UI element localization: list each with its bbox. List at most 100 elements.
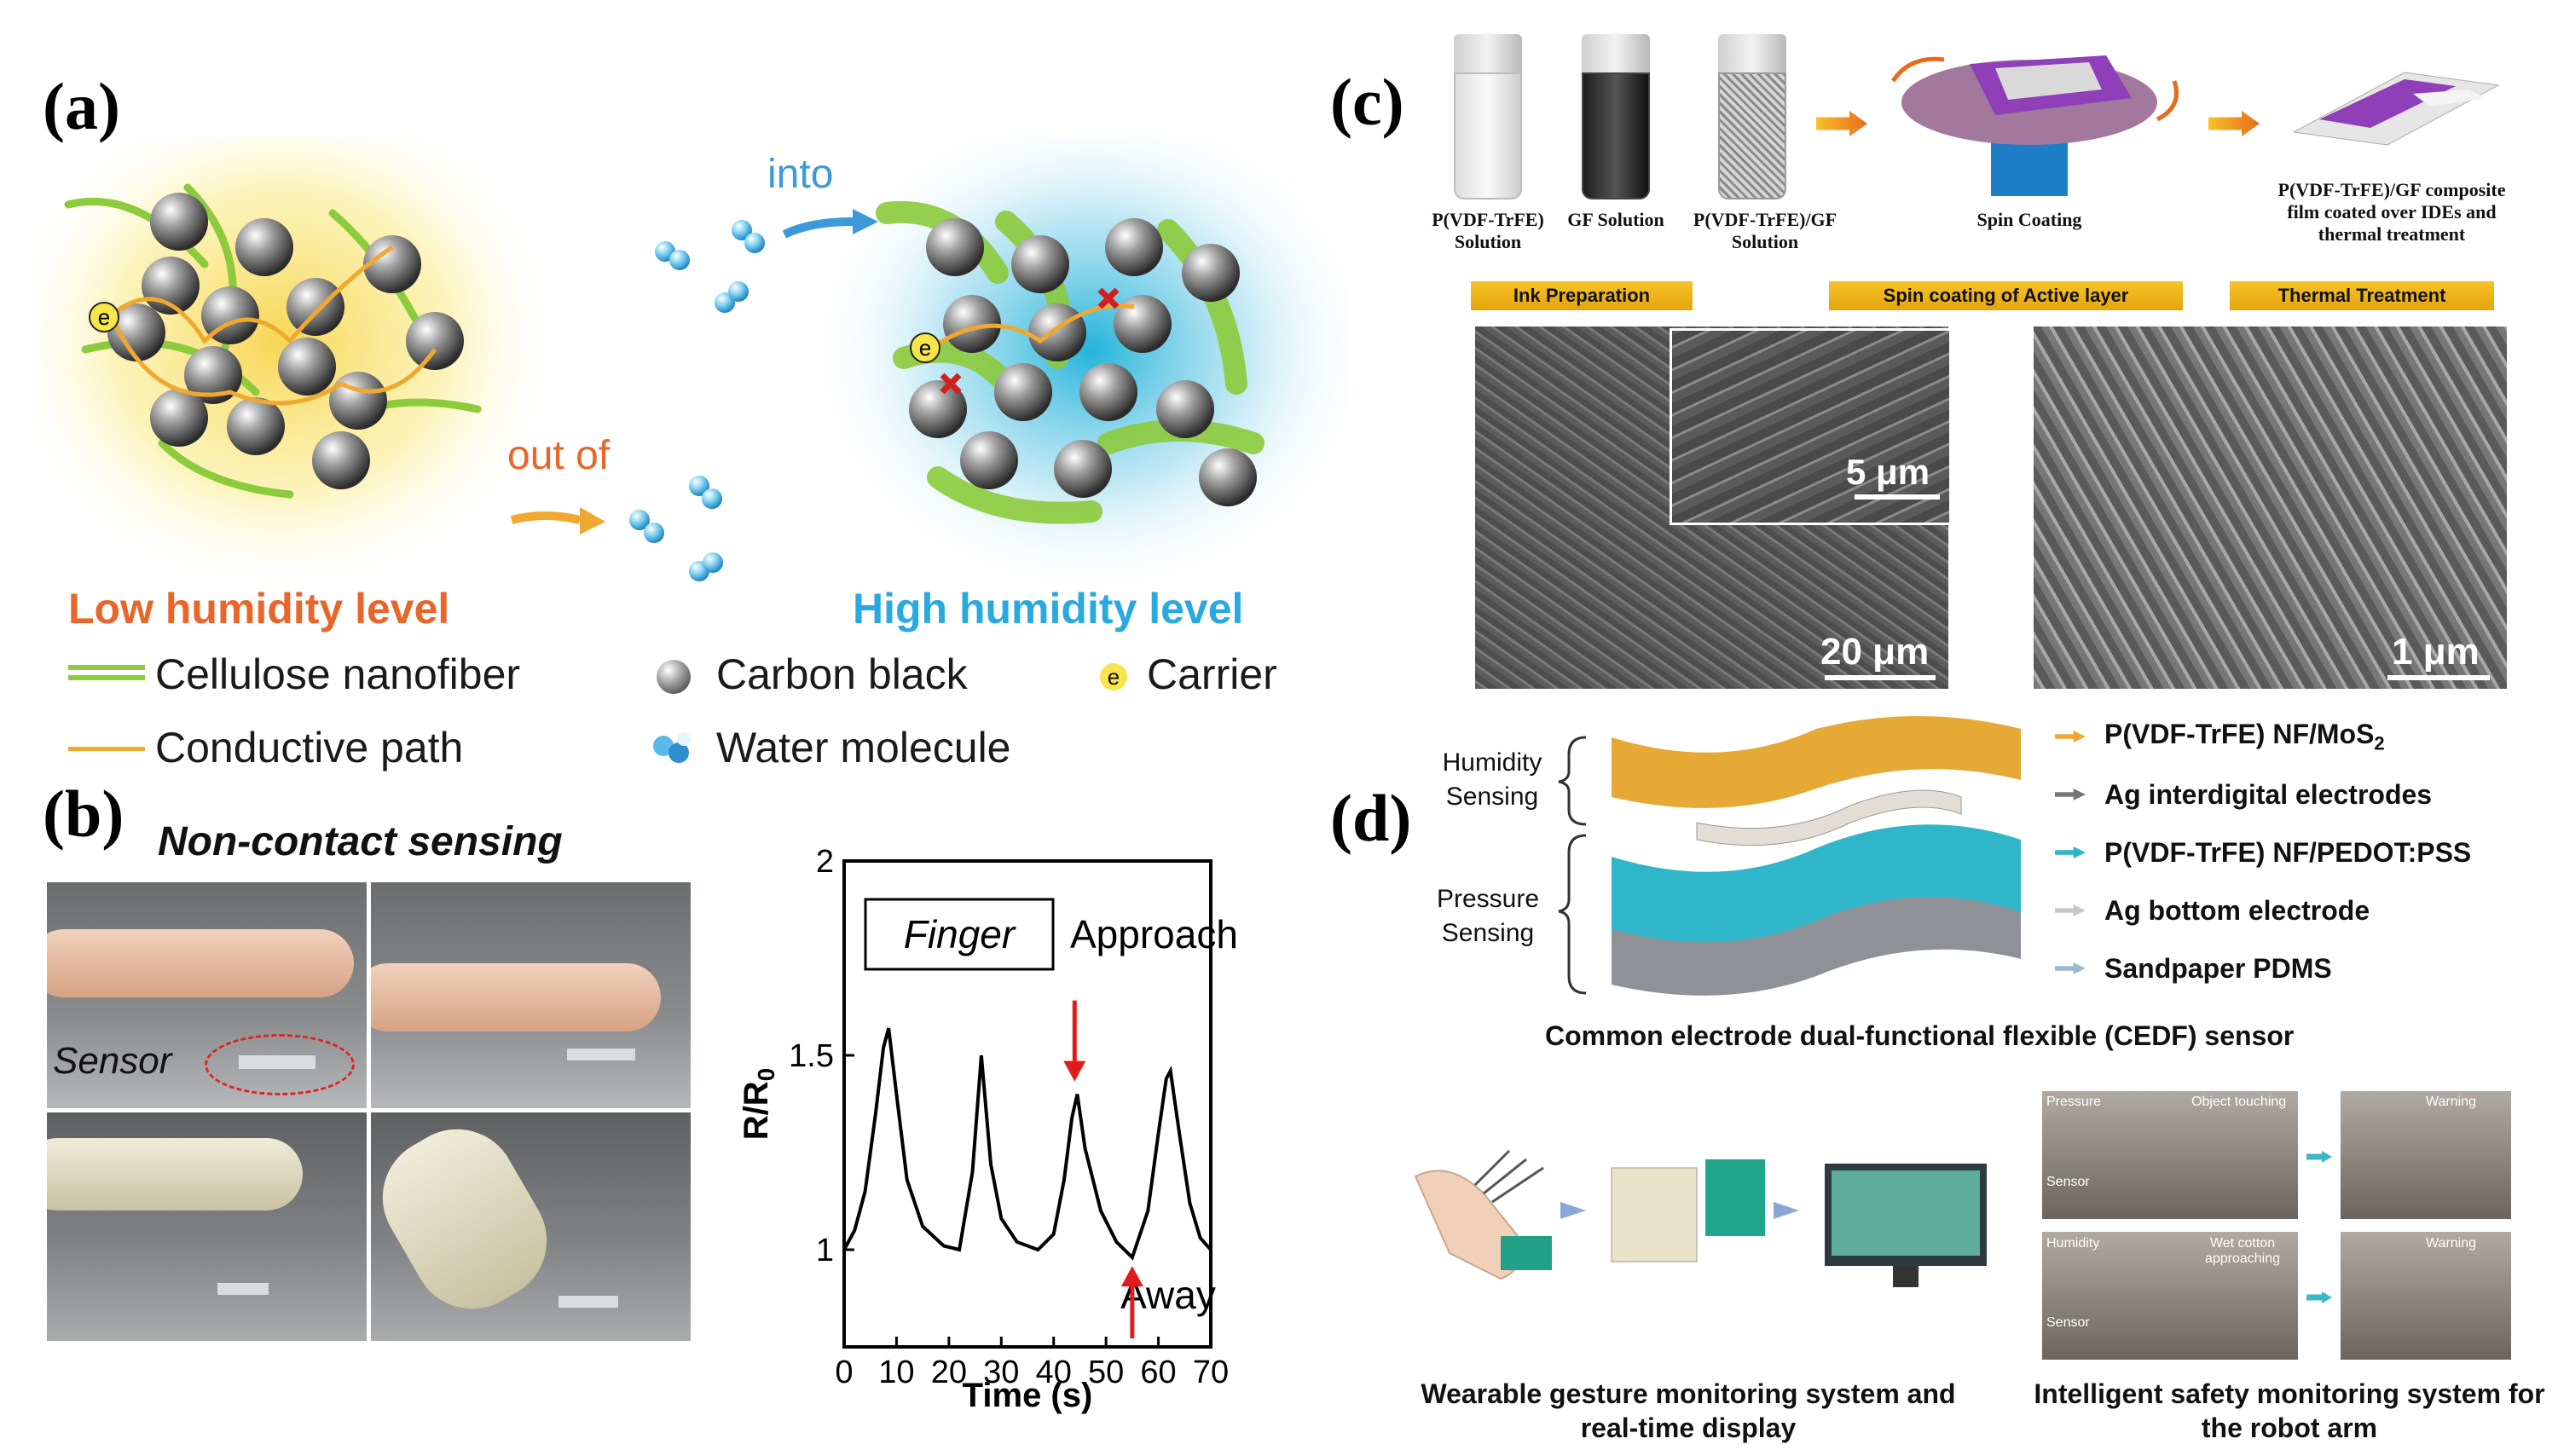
x-axis-label: Time (s) <box>963 1377 1093 1414</box>
x-tick-label: 40 <box>1036 1355 1072 1390</box>
ink-preparation-bar: Ink Preparation <box>1471 281 1693 310</box>
glove-photo-1 <box>47 1112 367 1341</box>
water-molecules-out <box>629 476 723 581</box>
x-tick-label: 0 <box>835 1355 853 1390</box>
cedf-sensor-title: Common electrode dual-functional flexibl… <box>1545 1020 2295 1051</box>
robot-caption: Intelligent safety monitoring system for… <box>2034 1378 2545 1443</box>
broken-path-marks <box>940 287 1120 395</box>
panel-label-c: (c) <box>1330 65 1404 139</box>
out-of-arrow <box>510 511 582 524</box>
layer-arrow-icon <box>2055 846 2086 858</box>
finger-box-label: Finger <box>904 912 1016 956</box>
water-legend-icon <box>653 732 691 763</box>
water-legend-label: Water molecule <box>716 724 1011 771</box>
vial-gf-label: GF Solution <box>1567 209 1664 230</box>
chart-series-line <box>842 1027 1212 1261</box>
carrier-left <box>89 302 119 332</box>
chart-frame <box>842 859 1212 1349</box>
composite-film-illustration <box>2292 72 2500 146</box>
x-tick-label: 50 <box>1088 1355 1124 1390</box>
x-tick-label: 60 <box>1140 1355 1176 1390</box>
y-tick-label: 1 <box>816 1233 834 1268</box>
scale-bar-1um-label: 1 μm <box>2392 631 2480 673</box>
chart-ticks: 0 10 20 30 40 50 60 70 1 1.5 2 <box>789 844 1229 1390</box>
spin-coater-illustration <box>1890 55 2179 196</box>
conductive-path-left <box>108 245 437 406</box>
sensor-strip <box>239 1055 315 1069</box>
pressure-sensing-label: Pressure Sensing <box>1436 885 1540 947</box>
carrier-legend-label: Carrier <box>1147 650 1277 698</box>
carrier-legend-icon: e <box>1100 663 1127 690</box>
layer-legend: P(VDF-TrFE) NF/MoS2 Ag interdigital elect… <box>2055 708 2515 997</box>
cellulose-legend-label: Cellulose nanofiber <box>155 650 521 698</box>
wearable-gesture-illustration <box>1414 1149 1987 1287</box>
x-tick-label: 20 <box>931 1355 967 1390</box>
layer-arrow-icon <box>2055 731 2086 742</box>
layer-arrow-icon <box>2055 789 2086 800</box>
panel-label-b: (b) <box>43 777 124 851</box>
carrier-left-label: e <box>98 304 110 330</box>
robot-photo-pressure <box>2042 1091 2298 1219</box>
cedf-sensor-illustration <box>1612 716 2021 996</box>
annotation-arrow-up <box>1120 1266 1143 1339</box>
sensing-braces <box>1558 736 1587 995</box>
y-axis-label: R/R0 <box>738 1068 779 1140</box>
vial-pvdf-trfe <box>1454 34 1522 199</box>
layer-label: P(VDF-TrFE) NF/PEDOT:PSS <box>2104 836 2472 868</box>
into-label: into <box>767 152 833 197</box>
layer-legend-item: Ag bottom electrode <box>2055 881 2515 939</box>
layer-legend-item: P(VDF-TrFE) NF/PEDOT:PSS <box>2055 823 2515 881</box>
layer-arrow-icon <box>2055 904 2086 916</box>
layer-legend-item: P(VDF-TrFE) NF/MoS2 <box>2055 708 2515 766</box>
robot-photo-warning-1 <box>2341 1091 2511 1219</box>
object-touching-label: Object touching <box>2191 1095 2287 1109</box>
robot-photo-warning-2 <box>2341 1232 2511 1360</box>
humidity-sensing-label: Humidity Sensing <box>1442 748 1542 811</box>
thermal-treatment-bar: Thermal Treatment <box>2230 281 2494 310</box>
robot-arrow-1 <box>2306 1151 2332 1163</box>
carbon-black-right <box>909 218 1257 506</box>
layer-label: Ag bottom electrode <box>2104 894 2370 926</box>
x-tick-label: 70 <box>1193 1355 1229 1390</box>
carbon-legend-label: Carbon black <box>716 650 968 698</box>
carrier-right-label: e <box>919 335 931 361</box>
scale-bar-5um-label: 5 μm <box>1846 452 1930 492</box>
finger-photo-2 <box>371 882 691 1108</box>
non-contact-title: Non-contact sensing <box>158 819 563 864</box>
layer-label: P(VDF-TrFE) NF/MoS2 <box>2104 718 2385 754</box>
sem-inset-image <box>1670 328 1952 525</box>
wet-cotton-label: Wet cotton approaching <box>2204 1236 2281 1266</box>
pressure-photo-label: Pressure <box>2046 1095 2102 1109</box>
carbon-legend-icon <box>657 660 691 694</box>
scale-bar-5um <box>1855 494 1940 500</box>
finger-box <box>864 898 1055 971</box>
scale-bar-20um-label: 20 μm <box>1820 631 1930 673</box>
conductive-legend-swatch <box>68 747 145 751</box>
warning-label-1: Warning <box>2426 1095 2476 1109</box>
cellulose-legend-swatch <box>68 663 145 684</box>
spin-coating-label: Spin Coating <box>1976 209 2082 230</box>
conductive-legend-label: Conductive path <box>155 724 464 771</box>
out-of-label: out of <box>507 433 611 478</box>
layer-arrow-icon <box>2055 962 2086 974</box>
spin-coating-bar: Spin coating of Active layer <box>1829 281 2183 310</box>
sem-image-high-mag <box>2034 326 2507 689</box>
y-tick-label: 2 <box>816 844 834 880</box>
robot-photo-humidity <box>2042 1232 2298 1360</box>
scale-bar-20um <box>1825 675 1936 680</box>
x-tick-label: 10 <box>878 1355 914 1390</box>
vial-pvdf-gf <box>1718 34 1786 199</box>
wearable-caption: Wearable gesture monitoring system and r… <box>1421 1378 1956 1443</box>
sensor-photo-label-2: Sensor <box>2046 1315 2090 1330</box>
layer-label: Ag interdigital electrodes <box>2104 778 2433 810</box>
vial-pvdf-trfe-label: P(VDF-TrFE) Solution <box>1432 209 1544 252</box>
x-tick-label: 30 <box>983 1355 1019 1390</box>
humidity-mechanism-diagram: e e into out of <box>34 136 1347 597</box>
water-molecules-in <box>655 220 765 313</box>
into-arrow <box>782 217 854 239</box>
carrier-right <box>910 332 940 363</box>
layer-legend-item: Sandpaper PDMS <box>2055 939 2515 997</box>
y-tick-label: 1.5 <box>789 1038 834 1074</box>
approach-label: Approach <box>1070 912 1238 956</box>
